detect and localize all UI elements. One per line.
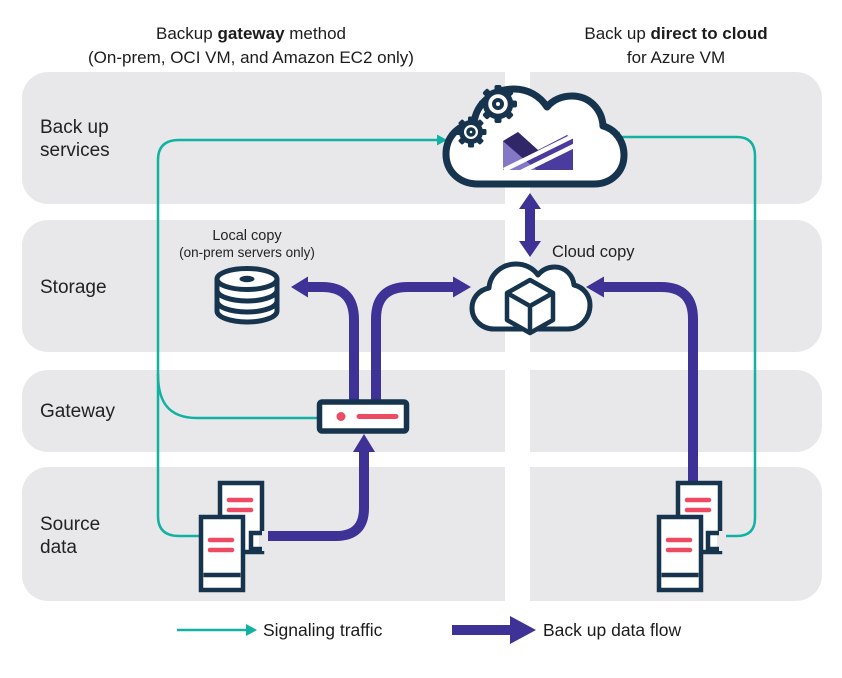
gear-icon-small — [455, 116, 487, 148]
header-gateway-method: Backup gateway method (On-prem, OCI VM, … — [60, 22, 442, 70]
backup-flow-gateway-to-local — [308, 282, 359, 408]
signaling-branch-gateway — [156, 373, 319, 420]
backup-flow-source-to-gateway — [268, 450, 369, 541]
source-servers-right — [656, 480, 724, 593]
local-copy-label: Local copy (on-prem servers only) — [179, 228, 315, 260]
backup-flow-gateway-to-cloud — [371, 282, 455, 408]
legend-signaling-label: Signaling traffic — [263, 620, 383, 640]
signaling-path-right — [618, 135, 757, 538]
cloud-copy-label: Cloud copy — [552, 243, 635, 261]
signaling-arrowhead-left — [437, 134, 447, 146]
gateway-device-icon — [316, 399, 410, 434]
row-label-backup-services: Back up services — [40, 117, 110, 161]
cloud-copy-icon — [469, 261, 593, 336]
source-servers-left — [198, 480, 266, 593]
legend-backup-label: Back up data flow — [543, 620, 682, 640]
cube-icon — [504, 277, 556, 336]
backup-flow-paths — [268, 207, 698, 541]
header-gateway-line1: Backup gateway method — [156, 24, 346, 43]
server-icon — [656, 514, 704, 593]
header-direct-line2: for Azure VM — [626, 47, 726, 67]
backup-flow-azure-to-cloud — [604, 282, 698, 487]
header-direct-line1: Back up direct to cloud — [584, 24, 768, 43]
signaling-path-left — [156, 138, 438, 538]
database-icon — [214, 266, 280, 325]
backup-flow-arrowheads — [291, 193, 604, 452]
legend-signaling-arrow — [177, 624, 257, 636]
backup-services-cloud-icon — [442, 85, 628, 188]
gateway-led — [336, 412, 346, 421]
gear-icon — [479, 85, 517, 123]
header-gateway-line2: (On-prem, OCI VM, and Amazon EC2 only) — [88, 47, 414, 67]
row-label-storage: Storage — [40, 277, 107, 298]
server-icon — [198, 514, 246, 593]
legend-backup-arrow — [452, 616, 536, 644]
row-label-gateway: Gateway — [40, 401, 115, 422]
row-label-source-data: Source data — [40, 514, 101, 558]
header-direct-to-cloud: Back up direct to cloud for Azure VM — [530, 22, 822, 70]
